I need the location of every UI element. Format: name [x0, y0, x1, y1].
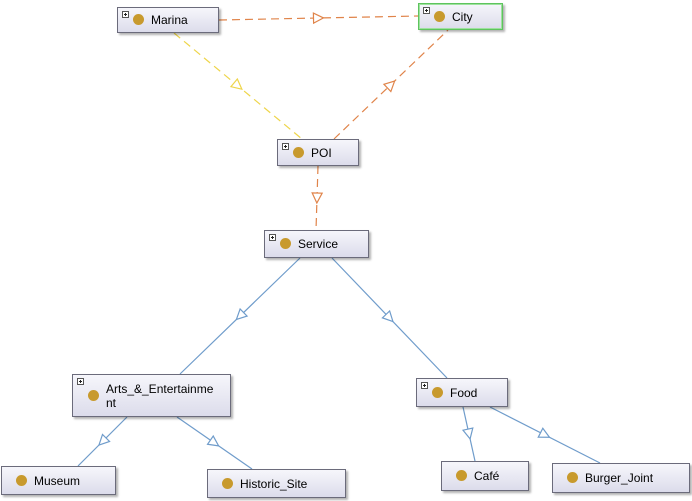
class-icon: [280, 238, 291, 249]
arrowhead-icon: [229, 77, 243, 91]
arrowhead-icon: [235, 307, 249, 321]
node-label: Arts_&_Entertainment: [106, 381, 214, 410]
node-label: Café: [474, 469, 500, 483]
class-icon: [88, 389, 99, 401]
expand-icon[interactable]: [421, 382, 428, 389]
arrowhead-icon: [461, 427, 474, 441]
expand-icon[interactable]: [122, 11, 129, 18]
expand-icon[interactable]: [77, 378, 84, 385]
arrowhead-icon: [206, 434, 220, 447]
node-cafe[interactable]: Café: [441, 461, 529, 491]
node-city[interactable]: City: [418, 3, 503, 30]
class-icon: [567, 472, 578, 483]
node-arts-entertainment[interactable]: Arts_&_Entertainment: [72, 374, 231, 417]
class-icon: [16, 474, 27, 486]
edges-layer: [77, 12, 601, 470]
class-icon: [456, 470, 467, 481]
expand-icon[interactable]: [282, 143, 289, 150]
edge-marina-city: [218, 15, 419, 21]
arrowhead-icon: [312, 12, 325, 25]
class-icon: [133, 14, 144, 25]
node-label: Food: [450, 385, 478, 400]
node-label: Museum: [34, 473, 81, 488]
arrowhead-icon: [311, 192, 324, 205]
node-label: Service: [298, 237, 339, 251]
arrowhead-icon: [381, 309, 394, 323]
node-marina[interactable]: Marina: [117, 7, 219, 33]
node-historic-site[interactable]: Historic_Site: [207, 469, 346, 498]
node-burger-joint[interactable]: Burger_Joint: [552, 463, 690, 493]
expand-icon[interactable]: [423, 7, 430, 14]
node-label: POI: [311, 145, 332, 160]
node-museum[interactable]: Museum: [1, 466, 116, 495]
class-icon: [222, 477, 233, 489]
node-service[interactable]: Service: [264, 230, 369, 258]
node-label: Marina: [151, 13, 188, 27]
node-label: Burger_Joint: [585, 471, 654, 485]
node-label: City: [452, 9, 473, 24]
node-food[interactable]: Food: [416, 378, 508, 407]
class-icon: [432, 386, 443, 398]
node-poi[interactable]: POI: [277, 139, 359, 166]
arrowhead-icon: [537, 427, 551, 438]
arrowhead-icon: [98, 433, 111, 446]
expand-icon[interactable]: [269, 234, 276, 241]
node-label: Historic_Site: [240, 476, 308, 491]
arrowhead-icon: [382, 80, 396, 93]
class-icon: [293, 146, 304, 158]
class-icon: [434, 10, 445, 22]
